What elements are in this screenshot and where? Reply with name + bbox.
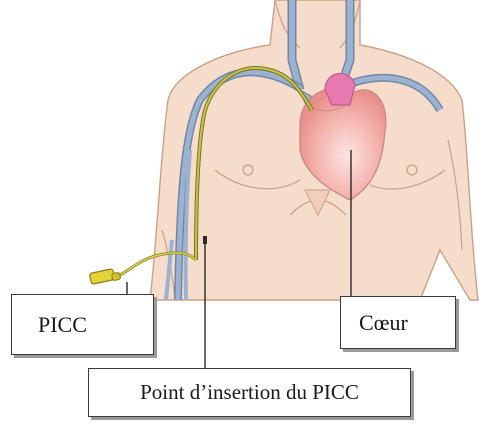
insertion-marker: [203, 236, 207, 244]
aorta: [325, 74, 355, 105]
heart-label: Cœur: [359, 310, 408, 336]
insertion-point-label: Point d’insertion du PICC: [140, 380, 359, 405]
picc-label: PICC: [38, 312, 87, 338]
picc-connector: [89, 269, 115, 285]
picc-connector-tip: [111, 272, 120, 281]
picc-label-box: PICC: [11, 294, 154, 355]
heart-label-box: Cœur: [340, 296, 456, 349]
insertion-point-label-box: Point d’insertion du PICC: [88, 368, 411, 417]
